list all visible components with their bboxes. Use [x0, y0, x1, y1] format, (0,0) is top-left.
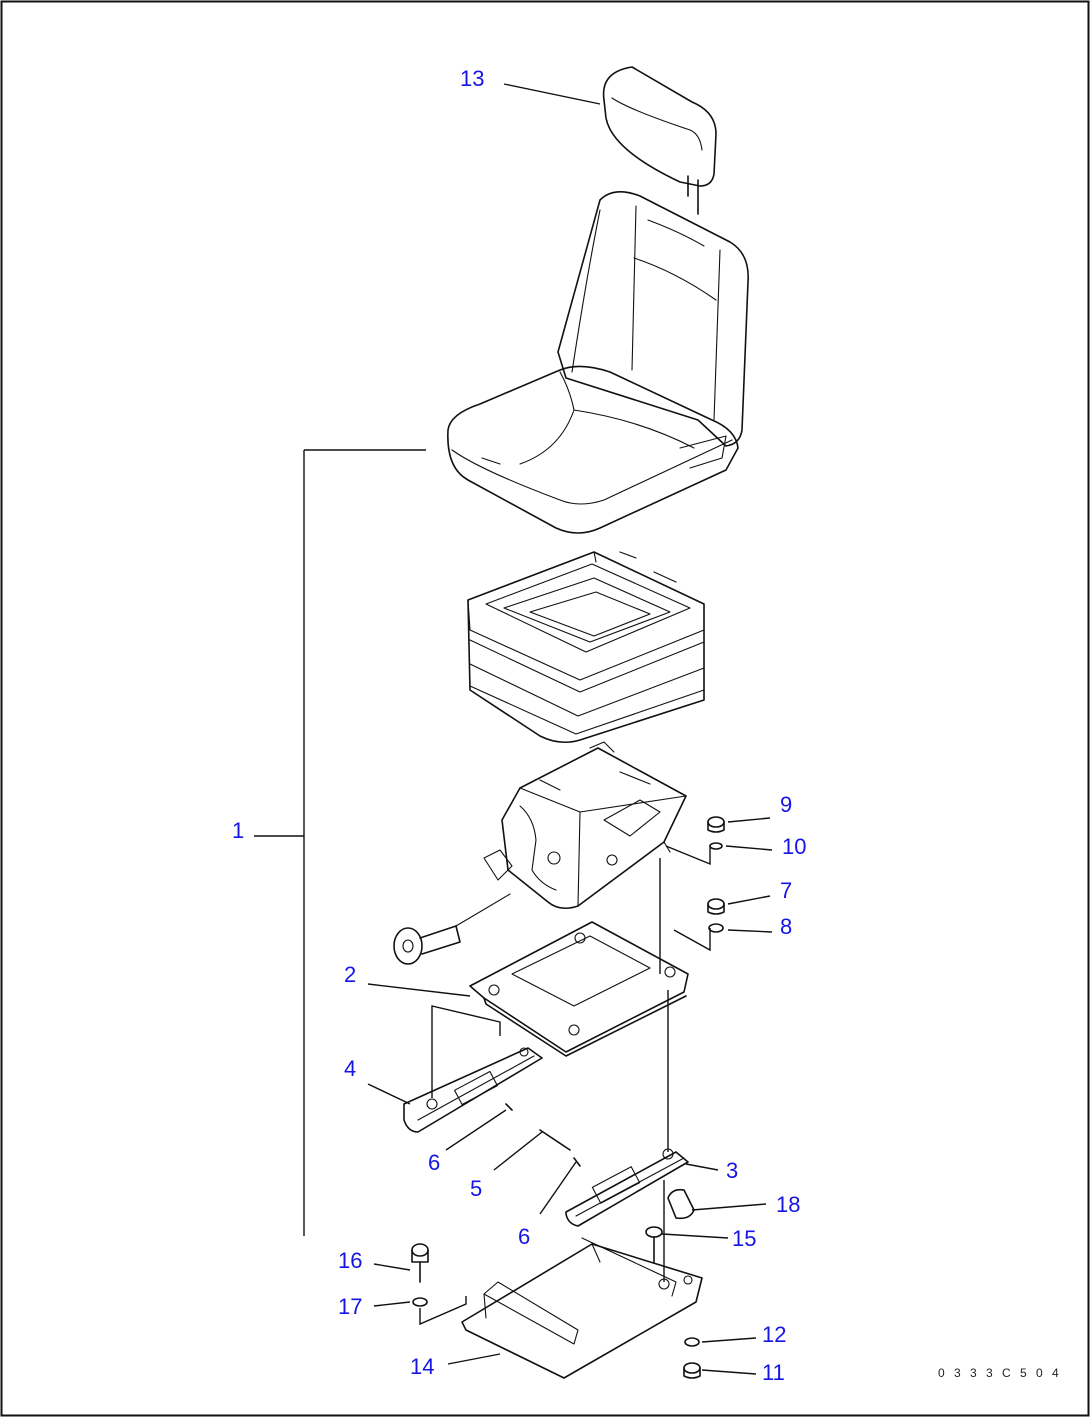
callout-7: 7: [780, 878, 792, 903]
wire-5: [539, 1129, 571, 1151]
callout-17: 17: [338, 1294, 362, 1319]
callout-15: 15: [732, 1226, 756, 1251]
mounting-bracket: [461, 1237, 703, 1379]
slide-rail-right: [565, 1148, 689, 1227]
nut-9: [707, 816, 725, 833]
bolt-16: [411, 1243, 429, 1283]
adjust-knob: [393, 893, 511, 965]
callout-9: 9: [780, 792, 792, 817]
callout-12: 12: [762, 1322, 786, 1347]
callout-10: 10: [782, 834, 806, 859]
washer-17: [412, 1297, 428, 1307]
callout-11: 11: [762, 1360, 785, 1385]
washer-8: [708, 923, 724, 933]
slide-rail-left: [403, 1047, 543, 1133]
callout-18: 18: [776, 1192, 800, 1217]
callout-8: 8: [780, 914, 792, 939]
callout-14: 14: [410, 1354, 434, 1379]
callout-5: 5: [470, 1176, 482, 1201]
callout-3: 3: [726, 1158, 738, 1183]
callout-1: 1: [232, 818, 244, 843]
callout-16: 16: [338, 1248, 362, 1273]
callout-labels: 13 1 9 10 7 8 2 4 6 5 3 18 6 15 16 17 12…: [232, 66, 806, 1385]
bracket-plate-18: [667, 1188, 695, 1220]
washer-12: [684, 1337, 700, 1347]
nut-7: [707, 898, 725, 915]
assembly-1-bracket: [254, 449, 426, 1236]
drawing-reference-code: 0 3 3 3 C 5 0 4: [938, 1366, 1062, 1380]
seat-cushion: [447, 365, 739, 534]
headrest: [602, 66, 717, 215]
callout-6-upper: 6: [428, 1150, 440, 1175]
bolt-15: [645, 1226, 663, 1263]
seat-backrest: [557, 191, 749, 447]
suspension-bellows: [467, 551, 705, 744]
suspension-mechanism: [483, 741, 687, 910]
callout-6-lower: 6: [518, 1224, 530, 1249]
callout-13: 13: [460, 66, 484, 91]
leader-lines: [367, 83, 773, 1375]
callout-2: 2: [344, 962, 356, 987]
pin-6-lower: [573, 1157, 581, 1167]
nut-11: [683, 1362, 701, 1379]
washer-10: [709, 842, 723, 850]
seat-base-plate: [469, 921, 689, 1057]
callout-4: 4: [344, 1056, 356, 1081]
pin-6-upper: [505, 1103, 513, 1111]
assembly-lines: [419, 845, 711, 1326]
